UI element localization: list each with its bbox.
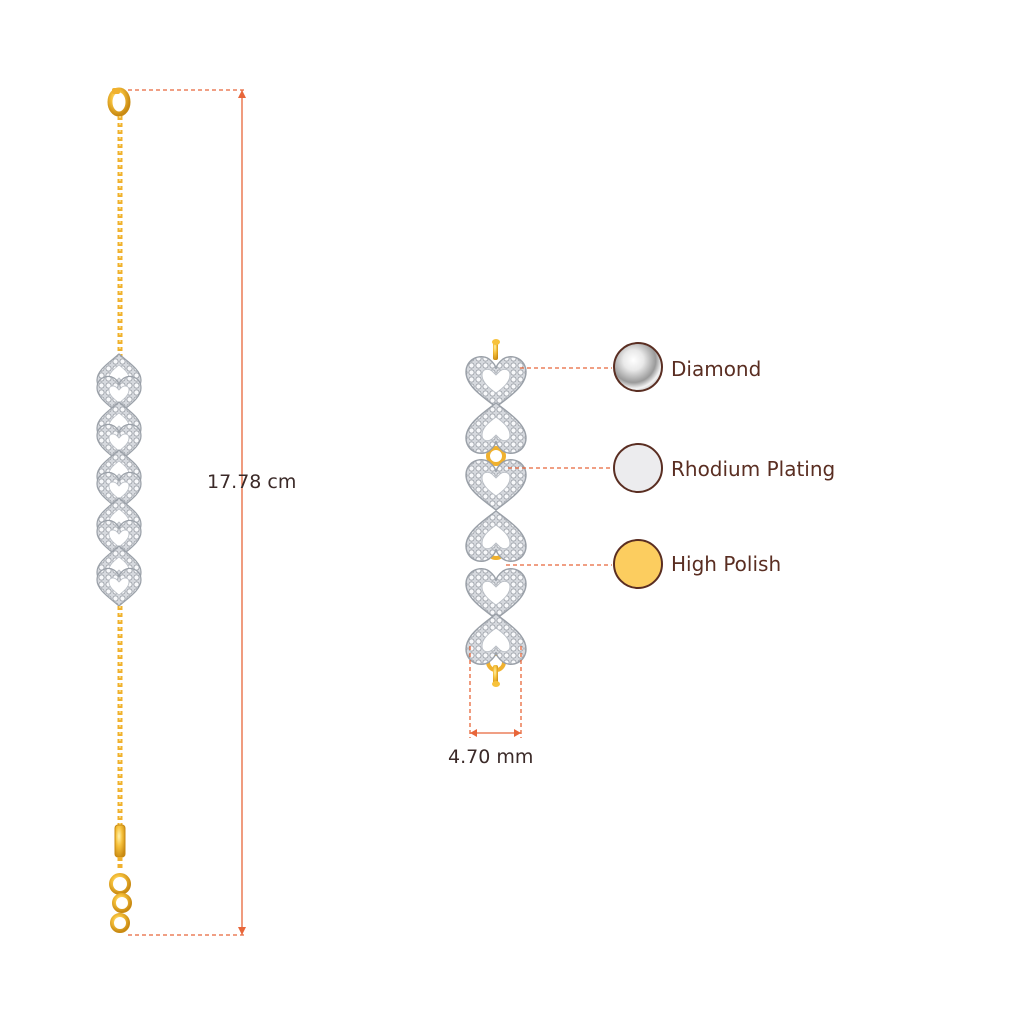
material-leader-lines	[506, 367, 612, 566]
rhodium-plating-swatch-icon	[613, 443, 663, 493]
material-label-rhodium-plating: Rhodium Plating	[671, 457, 836, 481]
bracelet-detail-view	[465, 339, 527, 687]
end-rings	[109, 873, 132, 933]
diamond-swatch-icon	[613, 342, 663, 392]
lobster-clasp	[107, 87, 131, 117]
heart-link-stack	[96, 353, 142, 607]
high-polish-swatch-icon	[613, 539, 663, 589]
material-label-diamond: Diamond	[671, 357, 762, 381]
material-label-high-polish: High Polish	[671, 552, 782, 576]
bracelet-full-view	[96, 87, 142, 933]
width-dimension	[469, 646, 522, 738]
width-label: 4.70 mm	[448, 746, 534, 768]
length-dimension	[128, 89, 246, 936]
chain-tag	[114, 824, 126, 858]
length-label: 17.78 cm	[207, 471, 297, 493]
